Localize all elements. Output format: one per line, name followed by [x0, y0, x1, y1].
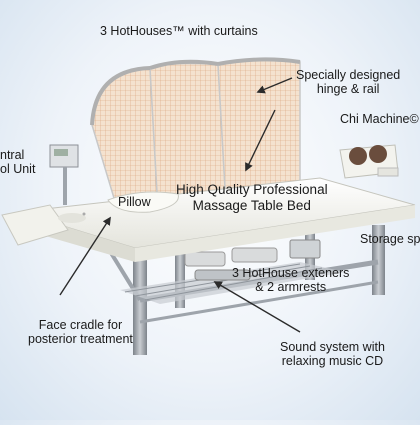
- chi-machine-label: Chi Machine©: [340, 112, 419, 126]
- hothouses-label: 3 HotHouses™ with curtains: [100, 24, 258, 38]
- control-unit-label-line2: ol Unit: [0, 162, 36, 176]
- face-cradle-label-line1: Face cradle for: [38, 318, 123, 332]
- control-unit: [49, 144, 79, 205]
- pillow-label: Pillow: [118, 195, 151, 209]
- table-top: [1, 177, 416, 262]
- face-cradle-label: Face cradle for posterior treatment: [28, 318, 133, 346]
- pillow: [107, 191, 179, 213]
- extenders-label-line2: & 2 armrests: [255, 280, 327, 294]
- extenders-label: 3 HotHouse exteners & 2 armrests: [232, 266, 349, 294]
- control-unit-label: ntral ol Unit: [0, 148, 35, 176]
- sound-system-label-line1: Sound system with: [280, 340, 385, 354]
- table-label-line1: High Quality Professional: [176, 182, 328, 197]
- hinge-label-line2: hinge & rail: [316, 82, 380, 96]
- label-arrows: [59, 77, 301, 333]
- face-cradle-label-line2: posterior treatment: [28, 332, 133, 346]
- sound-system-label: Sound system with relaxing music CD: [280, 340, 385, 368]
- table-label-line2: Massage Table Bed: [192, 198, 311, 213]
- storage-label: Storage sp: [360, 232, 420, 246]
- extenders-label-line1: 3 HotHouse exteners: [232, 266, 350, 280]
- table-frame: [106, 225, 385, 355]
- table-label: High Quality Professional Massage Table …: [176, 182, 328, 214]
- chi-machine: [339, 144, 399, 179]
- sound-system-label-line2: relaxing music CD: [281, 354, 384, 368]
- control-unit-label-line1: ntral: [0, 148, 25, 162]
- hinge-label-line1: Specially designed: [296, 68, 401, 82]
- hothouse-panels: [90, 57, 301, 219]
- hinge-label: Specially designed hinge & rail: [296, 68, 400, 96]
